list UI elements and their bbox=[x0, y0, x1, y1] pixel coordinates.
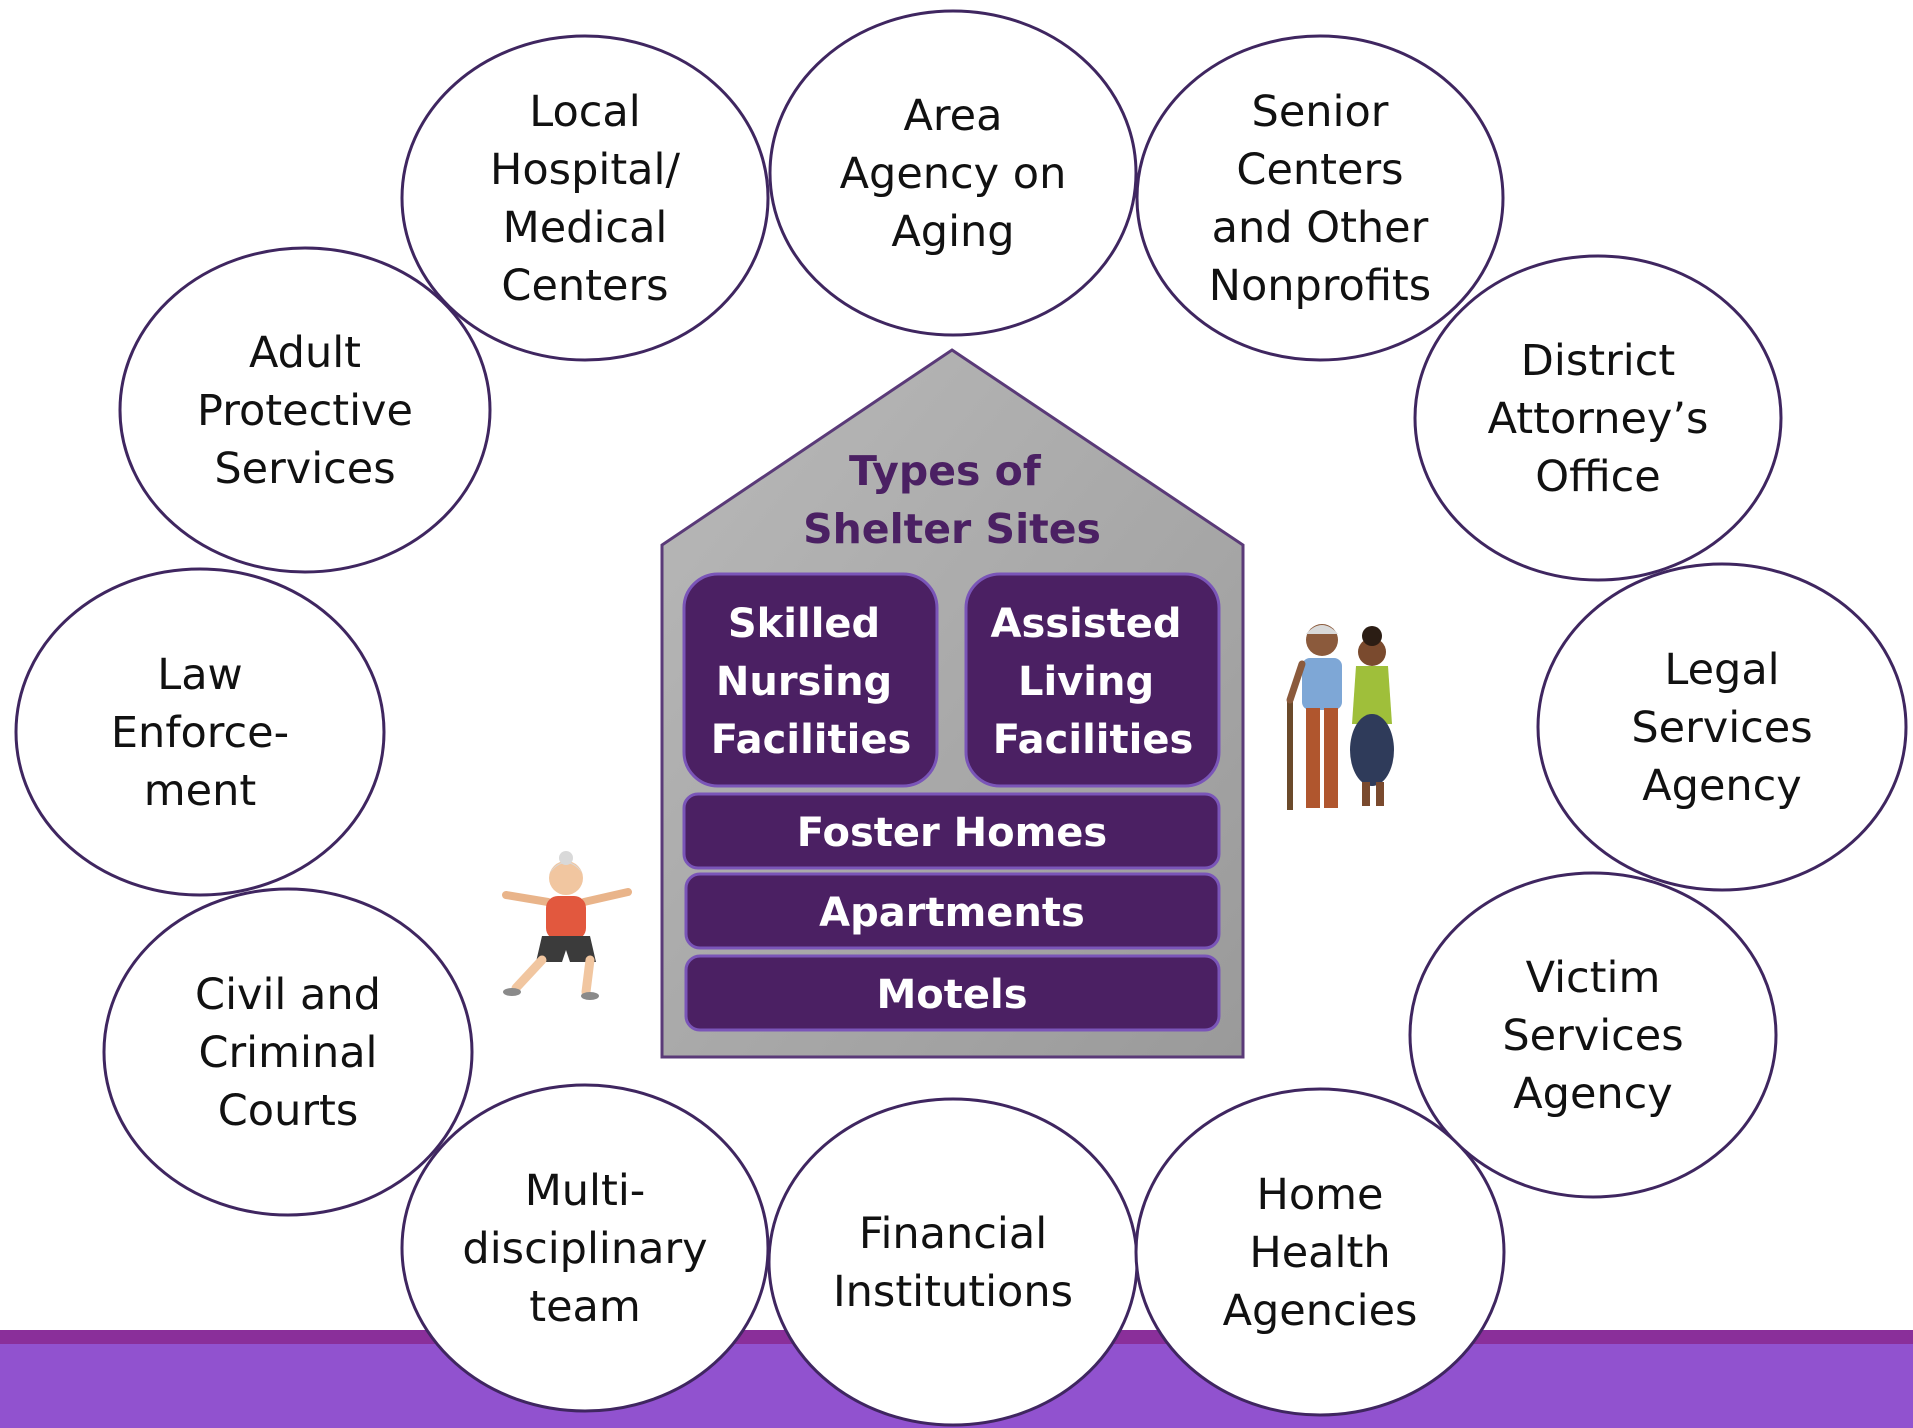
partner-label-line: Courts bbox=[218, 1086, 359, 1136]
partner-label: Multi-disciplinary team bbox=[462, 1166, 707, 1332]
partner-label-line: Civil and bbox=[195, 970, 381, 1020]
partner-label-line: Attorney’s bbox=[1488, 394, 1709, 444]
partner-label-line: Services bbox=[214, 444, 395, 494]
house-title-line-2: Shelter Sites bbox=[803, 505, 1101, 553]
partner-label-line: Centers bbox=[501, 261, 668, 311]
assisted-living-box: Assisted Living Facilities bbox=[964, 572, 1221, 788]
partner-label-line: Office bbox=[1535, 452, 1661, 502]
partner-ellipse bbox=[1134, 1087, 1506, 1417]
foster-homes-label: Foster Homes bbox=[797, 810, 1107, 856]
partner-ellipse bbox=[1536, 562, 1908, 892]
partner-label-line: Enforce- bbox=[111, 708, 289, 758]
skilled-nursing-label: Skilled Nursing Facilities bbox=[711, 601, 912, 763]
apartments-box: Apartments bbox=[684, 872, 1221, 950]
partner-label-line: Criminal bbox=[198, 1028, 377, 1078]
partner-multidisciplinary-team: Multi-disciplinary team bbox=[400, 1083, 770, 1413]
partner-label-line: District bbox=[1521, 336, 1675, 386]
motels-label: Motels bbox=[876, 972, 1027, 1018]
house-title: Types of Shelter Sites bbox=[803, 447, 1101, 553]
partner-label-line: Law bbox=[157, 650, 242, 700]
partner-label-line: Home bbox=[1257, 1170, 1384, 1220]
partner-ellipse bbox=[1408, 871, 1778, 1199]
partner-label-line: Senior bbox=[1252, 87, 1389, 137]
assisted-living-line-2: Living bbox=[1018, 659, 1154, 705]
partner-label-line: Services bbox=[1502, 1011, 1683, 1061]
partner-label-line: Agency bbox=[1642, 761, 1802, 811]
partner-label-line: Agency on bbox=[840, 149, 1067, 199]
partner-label-line: Financial bbox=[859, 1209, 1047, 1259]
partner-ellipse bbox=[767, 1097, 1139, 1427]
assisted-living-line-1: Assisted bbox=[991, 601, 1182, 647]
partner-ellipse bbox=[118, 246, 492, 574]
partner-label-line: Adult bbox=[249, 328, 361, 378]
partner-label-line: Aging bbox=[891, 207, 1014, 257]
partner-label-line: and Other bbox=[1212, 203, 1429, 253]
partner-label-line: ment bbox=[144, 766, 256, 816]
partner-label-line: Multi- bbox=[525, 1166, 646, 1216]
partner-label-line: Nonprofits bbox=[1209, 261, 1431, 311]
skilled-nursing-line-1: Skilled bbox=[728, 601, 880, 647]
partner-ellipse bbox=[400, 1083, 770, 1413]
partner-label-line: Protective bbox=[197, 386, 413, 436]
partner-label-line: disciplinary bbox=[462, 1224, 707, 1274]
exercising-senior-woman-illustration bbox=[502, 851, 632, 1000]
assisted-living-line-3: Facilities bbox=[993, 717, 1194, 763]
assisted-living-label: Assisted Living Facilities bbox=[991, 601, 1196, 763]
shelter-house: Types of Shelter Sites Skilled Nursing F… bbox=[660, 348, 1245, 1059]
partner-ellipse bbox=[400, 34, 770, 362]
partner-label-line: Services bbox=[1631, 703, 1812, 753]
partner-label-line: Area bbox=[904, 91, 1003, 141]
skilled-nursing-box: Skilled Nursing Facilities bbox=[682, 572, 939, 788]
partner-label-line: Hospital/ bbox=[490, 145, 680, 195]
partner-label-line: Health bbox=[1249, 1228, 1390, 1278]
partner-label-line: Agencies bbox=[1223, 1286, 1418, 1336]
partner-ellipse bbox=[14, 567, 386, 897]
foster-homes-box: Foster Homes bbox=[682, 792, 1221, 870]
partner-ellipse bbox=[768, 9, 1138, 337]
senior-couple-illustration bbox=[1286, 624, 1394, 810]
partner-label-line: Institutions bbox=[833, 1267, 1073, 1317]
house-title-line-1: Types of bbox=[849, 447, 1042, 495]
motels-box: Motels bbox=[684, 954, 1221, 1032]
apartments-label: Apartments bbox=[819, 890, 1085, 936]
partner-ellipse bbox=[102, 887, 474, 1217]
partner-label-line: Legal bbox=[1664, 645, 1779, 695]
skilled-nursing-line-2: Nursing bbox=[716, 659, 892, 705]
partner-label-line: team bbox=[529, 1282, 641, 1332]
partner-ellipse bbox=[1135, 34, 1505, 362]
partner-label-line: Medical bbox=[503, 203, 668, 253]
partner-label-line: Agency bbox=[1513, 1069, 1673, 1119]
partner-label-line: Centers bbox=[1236, 145, 1403, 195]
partner-label-line: Local bbox=[529, 87, 640, 137]
partner-label-line: Victim bbox=[1526, 953, 1661, 1003]
skilled-nursing-line-3: Facilities bbox=[711, 717, 912, 763]
partner-ellipse bbox=[1413, 254, 1783, 582]
